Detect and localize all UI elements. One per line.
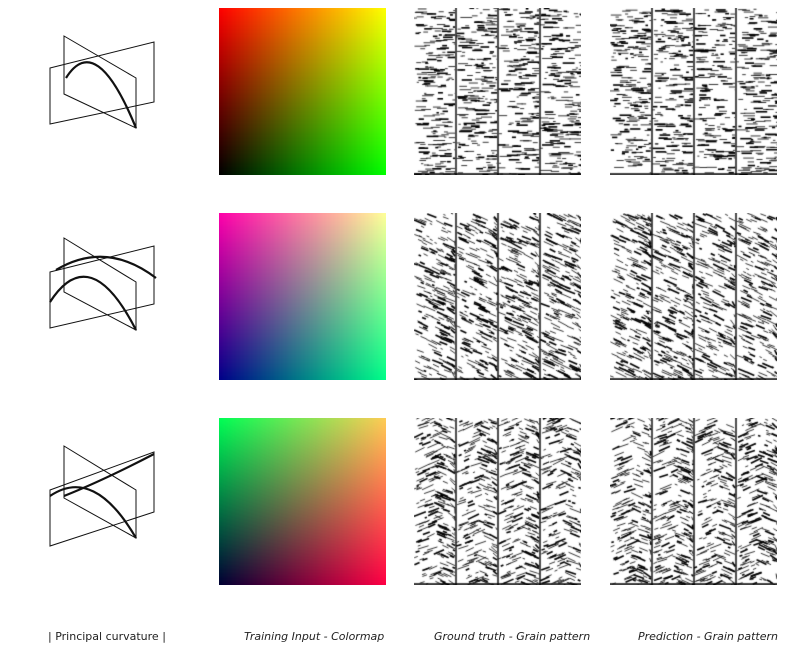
caption-ground-truth: Ground truth - Grain pattern bbox=[434, 630, 591, 643]
principal-curvature-diagram-3 bbox=[36, 440, 168, 560]
prediction-grain-2 bbox=[610, 213, 777, 380]
principal-curvature-diagram-2 bbox=[36, 232, 168, 352]
colormap-3 bbox=[219, 418, 386, 585]
ground-truth-grain-2 bbox=[414, 213, 581, 380]
prediction-grain-3 bbox=[610, 418, 777, 585]
caption-prediction: Prediction - Grain pattern bbox=[638, 630, 778, 643]
colormap-1 bbox=[219, 8, 386, 175]
prediction-grain-1 bbox=[610, 8, 777, 175]
caption-principal-curvature: | Principal curvature | bbox=[48, 630, 166, 643]
ground-truth-grain-1 bbox=[414, 8, 581, 175]
ground-truth-grain-3 bbox=[414, 418, 581, 585]
principal-curvature-diagram-1 bbox=[36, 32, 168, 152]
caption-training-input: Training Input - Colormap bbox=[244, 630, 385, 643]
colormap-2 bbox=[219, 213, 386, 380]
